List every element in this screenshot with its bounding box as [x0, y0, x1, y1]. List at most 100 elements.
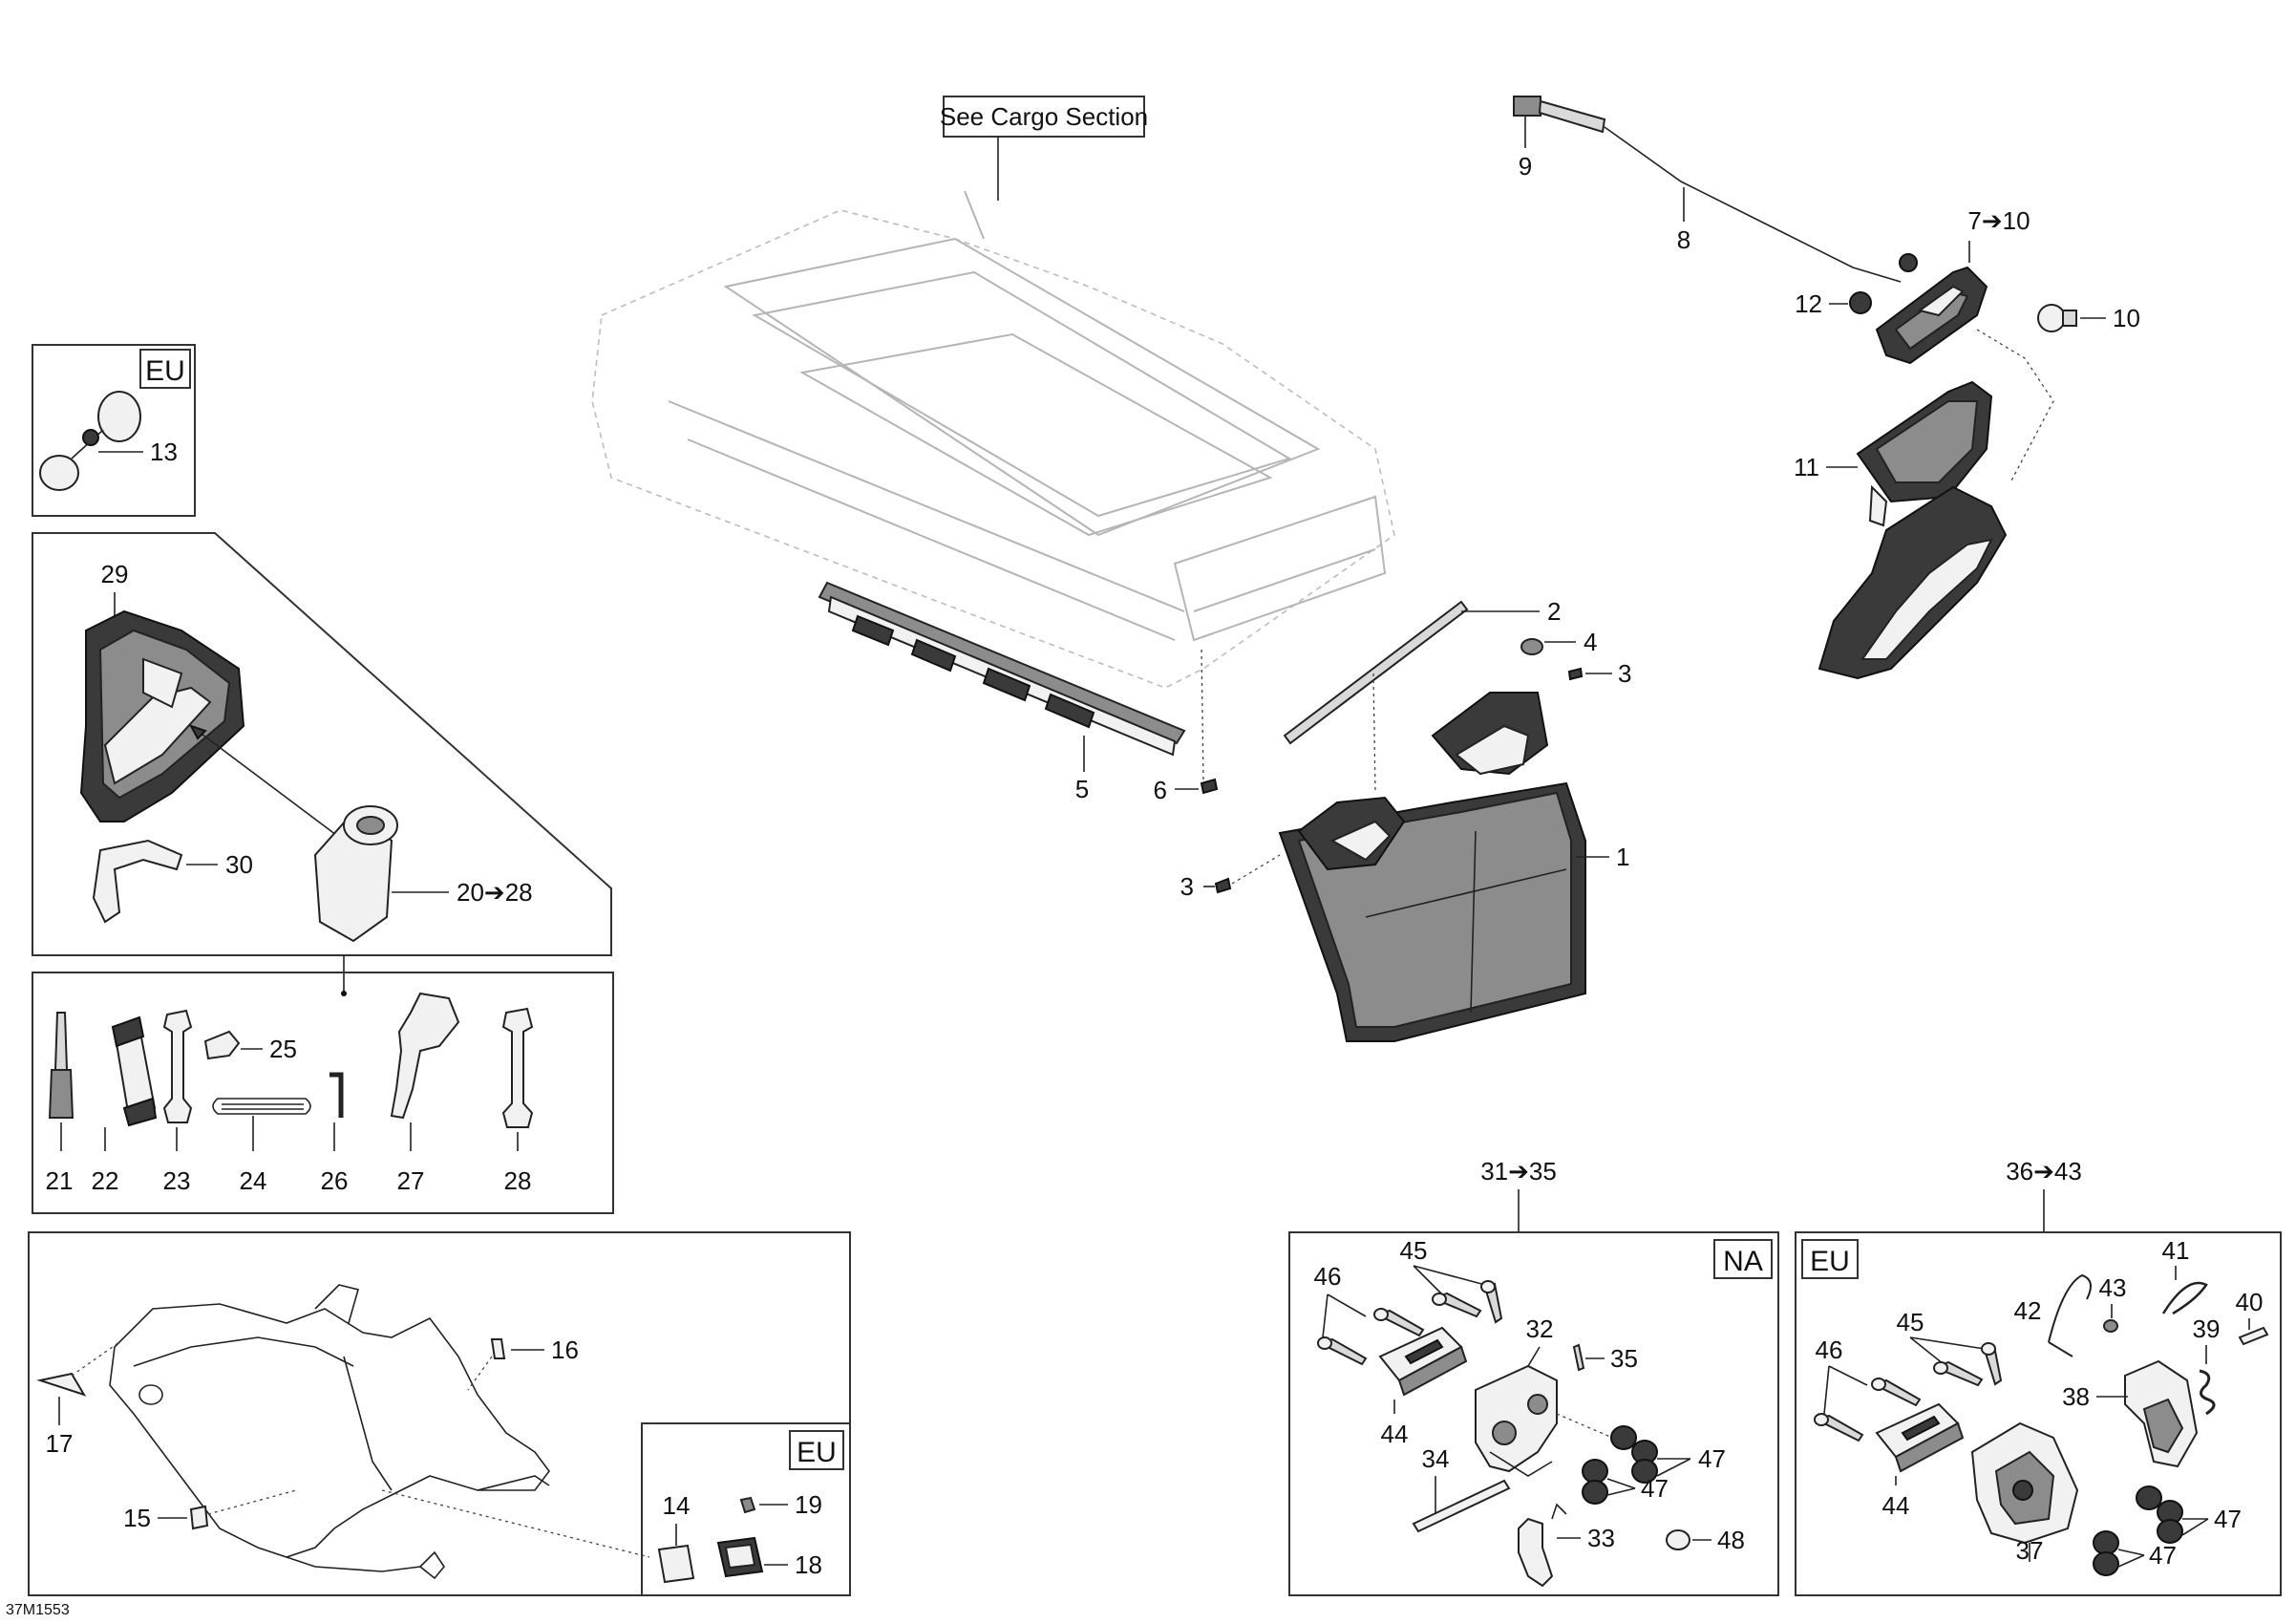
eu-tag-box-1: [139, 349, 191, 389]
part-34-pin: [1412, 1479, 1511, 1533]
box-eu-13: [32, 344, 196, 517]
label-42: 42: [2014, 1296, 2042, 1325]
label-47a: 47: [1698, 1444, 1726, 1473]
label-28: 28: [504, 1166, 532, 1195]
part-32-hitch-na: [1475, 1364, 1558, 1477]
part-37-hitch-eu: [1970, 1421, 2079, 1545]
label-14: 14: [663, 1491, 691, 1520]
label-21: 21: [46, 1166, 74, 1195]
part-29-storage-bag: [79, 609, 245, 823]
label-37: 37: [2016, 1536, 2044, 1565]
label-19: 19: [795, 1490, 822, 1519]
part-19-screw: [739, 1496, 756, 1514]
label-31-35: 31➔35: [1480, 1157, 1557, 1186]
part-44-plate-na: [1378, 1326, 1468, 1397]
label-48: 48: [1717, 1526, 1745, 1554]
part-8-wire: [1604, 126, 1902, 283]
part-3-screw-left: [1214, 877, 1232, 894]
label-8: 8: [1677, 225, 1690, 254]
label-39: 39: [2193, 1314, 2221, 1343]
label-47c: 47: [2214, 1505, 2242, 1533]
part-28-wrench: [501, 1007, 534, 1128]
label-10: 10: [2113, 304, 2140, 332]
part-23-wrench: [162, 1009, 193, 1123]
part-41-clip: [2161, 1281, 2208, 1315]
part-21-screwdriver: [48, 1012, 74, 1119]
part-40-pin: [2238, 1326, 2269, 1346]
label-22: 22: [92, 1166, 119, 1195]
part-43-nut: [2103, 1319, 2118, 1333]
box-storage: [32, 532, 612, 956]
part-14-decal: [657, 1544, 695, 1584]
label-41: 41: [2162, 1236, 2190, 1265]
label-40: 40: [2236, 1288, 2264, 1316]
label-3b: 3: [1180, 872, 1194, 901]
box-hitch-na: [1288, 1231, 1779, 1596]
label-47d: 47: [2149, 1541, 2177, 1570]
label-35: 35: [1610, 1344, 1638, 1373]
box-tools: [32, 972, 614, 1214]
label-23: 23: [163, 1166, 191, 1195]
na-tag-box: [1713, 1239, 1773, 1279]
see-cargo-box: [943, 96, 1145, 138]
part-4-washer: [1520, 638, 1543, 655]
part-25-clip: [203, 1030, 241, 1060]
part-48-cap: [1666, 1529, 1690, 1550]
part-24-spare-belt: [212, 1098, 311, 1115]
leader-32: [1527, 1346, 1541, 1367]
dash-eu-decal: [381, 1489, 650, 1558]
box-hitch-eu: [1795, 1231, 2282, 1596]
dash-16: [467, 1356, 493, 1391]
label-45b: 45: [1897, 1308, 1924, 1336]
leader-46a: [1322, 1293, 1367, 1338]
part-3-screw-top: [1567, 667, 1584, 681]
label-25: 25: [269, 1035, 297, 1063]
label-34: 34: [1422, 1444, 1450, 1473]
eu-tag-2: EU: [797, 1437, 837, 1468]
part-5-side-strip: [818, 581, 1186, 757]
toolkit-link-dot: [341, 991, 347, 996]
drawing-code: 37M1553: [6, 1602, 70, 1618]
snowmobile-outline: [109, 1284, 550, 1580]
eu-nuts: [2093, 1485, 2183, 1576]
part-27-spanner: [390, 992, 460, 1120]
part-35-pin: [1572, 1343, 1585, 1372]
label-12: 12: [1795, 289, 1822, 318]
part-7-tail-light: [1875, 266, 1988, 365]
label-32: 32: [1526, 1314, 1554, 1343]
leader-47b: [1606, 1478, 1636, 1496]
leader-47c: [2181, 1518, 2209, 1536]
label-33: 33: [1587, 1524, 1615, 1552]
label-17: 17: [46, 1429, 74, 1458]
dash-2: [1372, 673, 1376, 794]
part-30-strap: [92, 839, 183, 924]
eu-tag-1: EU: [145, 355, 185, 387]
label-3a: 3: [1618, 659, 1631, 688]
na-tag: NA: [1723, 1246, 1763, 1277]
leader-45a: [1413, 1265, 1486, 1295]
eu-tag-box-2: [789, 1430, 844, 1470]
leader-46b: [1823, 1365, 1868, 1415]
dash-15: [207, 1489, 297, 1515]
label-36-43: 36➔43: [2006, 1157, 2082, 1186]
label-1: 1: [1616, 843, 1629, 871]
part-22-fuse-puller: [111, 1015, 158, 1127]
label-44b: 44: [1882, 1491, 1910, 1520]
label-20-28: 20➔28: [457, 878, 533, 907]
part-20-tool-kit-roll: [313, 805, 398, 943]
eu-tag-3: EU: [1810, 1246, 1850, 1277]
box-decals: [28, 1231, 851, 1596]
label-29: 29: [101, 560, 129, 588]
dash-6: [1201, 649, 1204, 784]
leader-47a: [1656, 1458, 1691, 1477]
part-13-mirror: [39, 391, 141, 491]
na-nuts: [1582, 1425, 1658, 1505]
label-30: 30: [225, 850, 253, 879]
part-6-rivet: [1200, 778, 1219, 795]
eu-bolts: [1814, 1342, 2003, 1442]
dash-7-11: [1976, 329, 2054, 483]
see-cargo-label: See Cargo Section: [940, 102, 1148, 131]
part-44-plate-eu: [1875, 1402, 1965, 1473]
label-11: 11: [1794, 453, 1819, 481]
